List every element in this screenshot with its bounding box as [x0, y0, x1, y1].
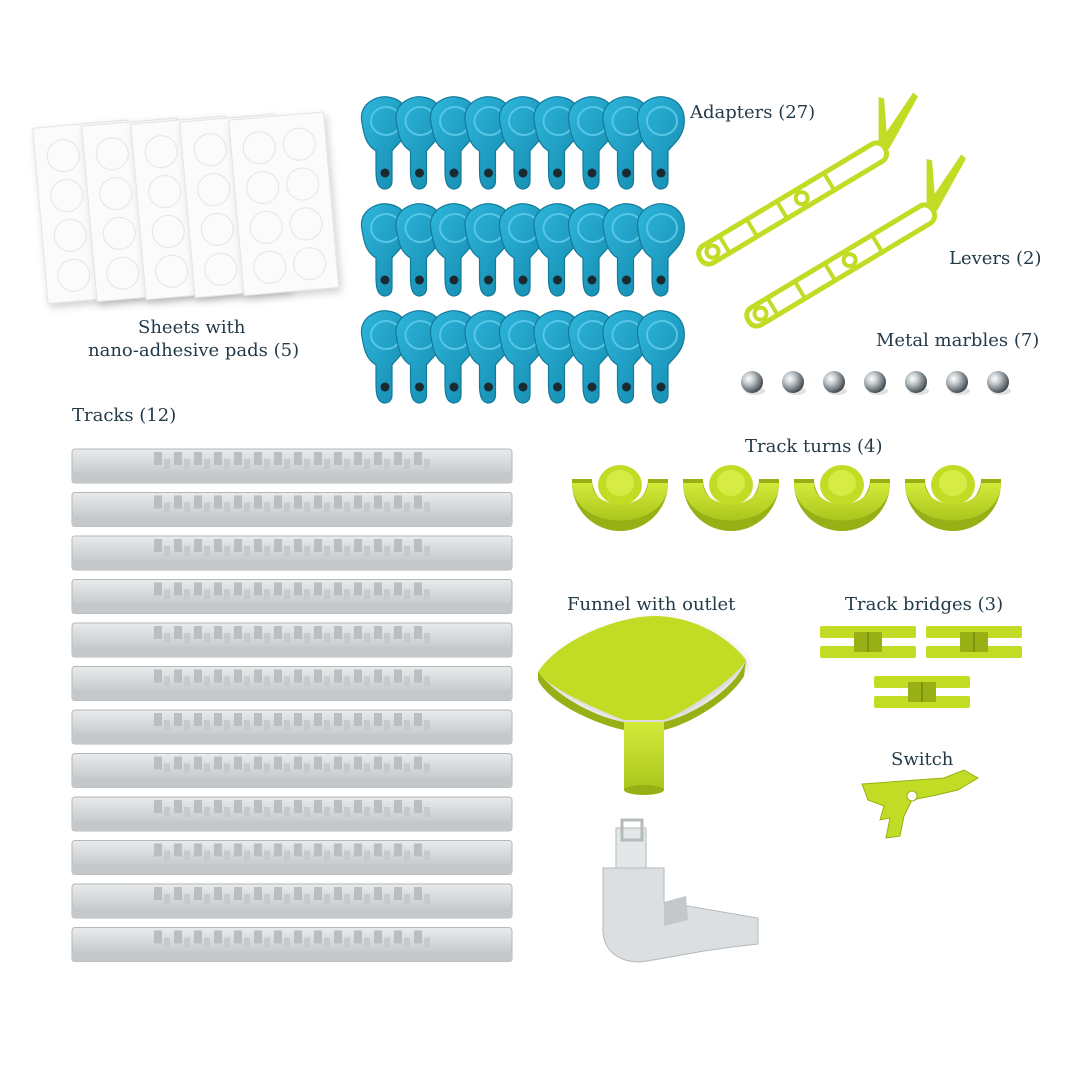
adhesive-pad: [197, 172, 231, 207]
levers-label: Levers (2): [949, 248, 1042, 269]
lever: [744, 154, 967, 329]
track-bridge: [820, 626, 916, 658]
track-bridge: [926, 626, 1022, 658]
adhesive-pad: [144, 135, 178, 169]
adapter: [636, 310, 685, 404]
marble: [741, 371, 765, 395]
adhesive-pad: [102, 216, 136, 250]
adapters-label: Adapters (27): [690, 102, 816, 123]
adhesive-pad: [282, 127, 316, 161]
switch-label: Switch: [891, 749, 954, 770]
adhesive-pad: [193, 133, 227, 167]
sheets-label-line1: Sheets with: [138, 317, 246, 338]
tracks: [71, 448, 513, 962]
track: [71, 753, 513, 788]
track-turn: [572, 465, 668, 531]
adhesive-pad: [151, 214, 185, 248]
adhesive-pad: [46, 139, 80, 173]
track-turn: [794, 465, 890, 531]
adhesive-pad: [200, 212, 234, 246]
track: [71, 622, 513, 658]
track-bridges-label: Track bridges (3): [845, 594, 1004, 615]
adhesive-pad: [242, 131, 276, 165]
metal-marbles: [741, 371, 1011, 395]
track: [71, 666, 513, 701]
adhesive-pad: [204, 252, 238, 286]
funnel-label: Funnel with outlet: [567, 594, 736, 615]
track-bridge: [874, 676, 970, 708]
adhesive-pad: [106, 256, 140, 290]
tracks-label: Tracks (12): [72, 405, 177, 426]
adhesive-pad: [155, 254, 189, 288]
track: [71, 709, 513, 745]
track: [71, 927, 513, 962]
track: [71, 535, 513, 571]
marble: [782, 371, 806, 395]
marble: [946, 371, 970, 395]
track: [71, 492, 513, 527]
track-turn: [683, 465, 779, 531]
adhesive-pad: [50, 178, 84, 213]
marble: [905, 371, 929, 395]
adhesive-pad: [148, 174, 182, 209]
levers: [696, 92, 967, 329]
marble: [864, 371, 888, 395]
track-turns: [572, 465, 1001, 531]
lever: [696, 92, 919, 267]
switch: [861, 769, 979, 839]
adhesive-pad: [249, 210, 283, 244]
adapter: [636, 96, 685, 190]
adhesive-sheet: [228, 111, 340, 297]
adhesive-pad: [292, 247, 327, 281]
adapters: [360, 96, 685, 404]
funnel: [538, 616, 746, 795]
track: [71, 579, 513, 614]
adhesive-pad: [253, 250, 287, 284]
track-bridges: [820, 626, 1022, 708]
track: [71, 883, 513, 919]
adhesive-pad: [95, 137, 129, 171]
adhesive-pad: [99, 176, 133, 211]
adhesive-sheets: [32, 111, 340, 305]
adapter: [636, 203, 685, 297]
track: [71, 840, 513, 875]
track: [71, 796, 513, 832]
funnel-with-outlet: [538, 616, 759, 963]
marble: [987, 371, 1011, 395]
adhesive-pad: [53, 218, 87, 252]
marble: [823, 371, 847, 395]
track-turn: [905, 465, 1001, 531]
adhesive-pad: [57, 258, 91, 292]
marbles-label: Metal marbles (7): [876, 330, 1040, 351]
adhesive-pad: [246, 170, 280, 205]
adhesive-pad: [289, 207, 323, 241]
track: [71, 448, 513, 484]
track-turns-label: Track turns (4): [745, 436, 883, 457]
adhesive-pad: [286, 167, 320, 201]
funnel-outlet: [602, 818, 759, 963]
switch-piece: [861, 769, 979, 839]
sheets-label-line2: nano-adhesive pads (5): [88, 340, 300, 361]
